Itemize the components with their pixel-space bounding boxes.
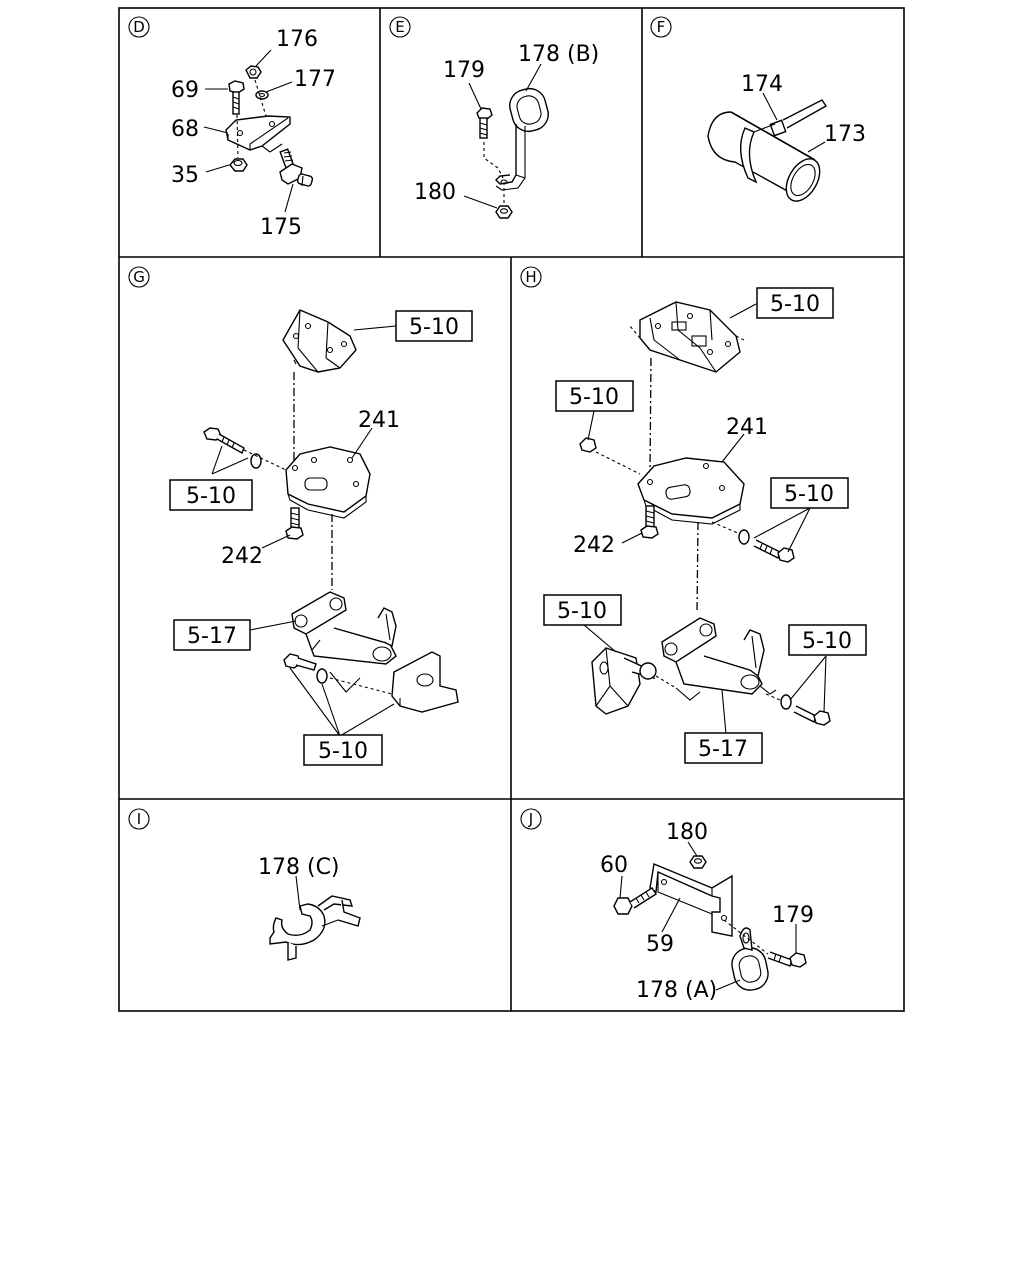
bolt-179-drawing bbox=[767, 951, 807, 968]
section-letter: E bbox=[395, 18, 404, 36]
section-marker-d: D bbox=[128, 16, 150, 38]
ref-box bbox=[555, 380, 634, 412]
section-letter: F bbox=[657, 18, 666, 36]
band-174-drawing bbox=[740, 99, 828, 184]
bolt-242-drawing bbox=[285, 507, 304, 540]
section-marker-j: J bbox=[520, 808, 542, 830]
ref-label-5-10: 5-10 bbox=[770, 292, 820, 317]
diagram-frame bbox=[118, 7, 905, 1012]
bolt-69-drawing bbox=[228, 80, 245, 115]
part-number-178a: 178 (A) bbox=[636, 978, 717, 1003]
ref-label-5-17: 5-17 bbox=[698, 737, 748, 762]
section-marker-g: G bbox=[128, 266, 150, 288]
clip-178a-drawing bbox=[731, 927, 769, 991]
section-marker-f: F bbox=[650, 16, 672, 38]
part-number-35: 35 bbox=[171, 163, 199, 188]
ref-box bbox=[684, 732, 763, 764]
part-number-60: 60 bbox=[600, 853, 628, 878]
section-d: 176 177 69 68 35 175 bbox=[171, 27, 336, 240]
bolt-179-drawing bbox=[476, 107, 493, 139]
section-j: 180 60 179 59 178 (A) bbox=[600, 820, 814, 1003]
part-number-241: 241 bbox=[358, 408, 400, 433]
part-number-179: 179 bbox=[772, 903, 814, 928]
clip-178b-drawing bbox=[495, 87, 549, 191]
nut-176-drawing bbox=[245, 65, 262, 79]
ref-box bbox=[173, 619, 251, 651]
bolt-washer-lower-drawing bbox=[283, 653, 393, 695]
frame-bracket-drawing bbox=[282, 309, 357, 373]
section-marker-e: E bbox=[389, 16, 411, 38]
plate-241-drawing bbox=[637, 457, 745, 525]
ref-box bbox=[543, 594, 622, 626]
section-e: 179 178 (B) 180 bbox=[414, 42, 599, 219]
section-letter: G bbox=[133, 268, 145, 286]
ref-label-5-10: 5-10 bbox=[557, 599, 607, 624]
part-number-174: 174 bbox=[741, 72, 783, 97]
plate-241-drawing bbox=[285, 446, 371, 519]
ref-box bbox=[303, 734, 383, 766]
ref-label-5-10: 5-10 bbox=[318, 739, 368, 764]
nut-drawing bbox=[579, 437, 641, 475]
ref-box bbox=[788, 624, 867, 656]
hose-173-drawing bbox=[707, 111, 821, 202]
ref-box bbox=[770, 477, 849, 509]
part-number-173: 173 bbox=[824, 122, 866, 147]
bolt-washer-right-drawing bbox=[711, 521, 795, 563]
section-marker-h: H bbox=[520, 266, 542, 288]
ref-label-5-10: 5-10 bbox=[784, 482, 834, 507]
section-marker-i: I bbox=[128, 808, 150, 830]
section-i: 178 (C) bbox=[258, 855, 361, 961]
nut-180-drawing bbox=[495, 205, 513, 219]
bracket-59-drawing bbox=[649, 863, 733, 937]
part-number-178b: 178 (B) bbox=[518, 42, 599, 67]
bolt-60-drawing bbox=[613, 887, 657, 915]
section-letter: I bbox=[137, 810, 141, 828]
section-f: 174 173 bbox=[707, 72, 866, 202]
ref-label-5-17: 5-17 bbox=[187, 624, 237, 649]
bracket-68-drawing bbox=[225, 115, 291, 153]
shackle-assembly-drawing bbox=[291, 591, 459, 713]
part-number-177: 177 bbox=[294, 67, 336, 92]
nut-35-drawing bbox=[229, 158, 248, 172]
part-number-178c: 178 (C) bbox=[258, 855, 340, 880]
part-number-59: 59 bbox=[646, 932, 674, 957]
bolt-washer-left-drawing bbox=[203, 427, 287, 471]
part-number-176: 176 bbox=[276, 27, 318, 52]
crossmember-bracket-drawing bbox=[629, 301, 745, 373]
section-letter: H bbox=[525, 268, 536, 286]
ref-box bbox=[395, 310, 473, 342]
part-number-69: 69 bbox=[171, 78, 199, 103]
shackle-assembly-drawing bbox=[661, 617, 777, 701]
ref-box bbox=[756, 287, 834, 319]
section-letter: J bbox=[528, 810, 533, 828]
clip-178c-drawing bbox=[269, 895, 361, 961]
part-number-180: 180 bbox=[666, 820, 708, 845]
section-letter: D bbox=[133, 18, 145, 36]
part-number-242: 242 bbox=[221, 544, 263, 569]
ref-label-5-10: 5-10 bbox=[409, 315, 459, 340]
section-g: 5-10 241 5-10 242 5-17 5-10 bbox=[169, 309, 473, 766]
part-number-68: 68 bbox=[171, 117, 199, 142]
ref-box bbox=[169, 479, 253, 511]
ref-label-5-10: 5-10 bbox=[186, 484, 236, 509]
ref-label-5-10: 5-10 bbox=[569, 385, 619, 410]
bolt-washer-lowright-drawing bbox=[765, 693, 831, 726]
part-number-180: 180 bbox=[414, 180, 456, 205]
part-number-241: 241 bbox=[726, 415, 768, 440]
hanger-bracket-drawing bbox=[591, 647, 677, 715]
sensor-175-drawing bbox=[279, 148, 314, 187]
ref-label-5-10: 5-10 bbox=[802, 629, 852, 654]
part-number-175: 175 bbox=[260, 215, 302, 240]
nut-180-drawing bbox=[689, 855, 707, 869]
section-h: 5-10 5-10 241 5-10 242 5-10 5-10 5-17 bbox=[543, 287, 867, 764]
part-number-179: 179 bbox=[443, 58, 485, 83]
bolt-242-drawing bbox=[640, 505, 659, 539]
part-number-242: 242 bbox=[573, 533, 615, 558]
